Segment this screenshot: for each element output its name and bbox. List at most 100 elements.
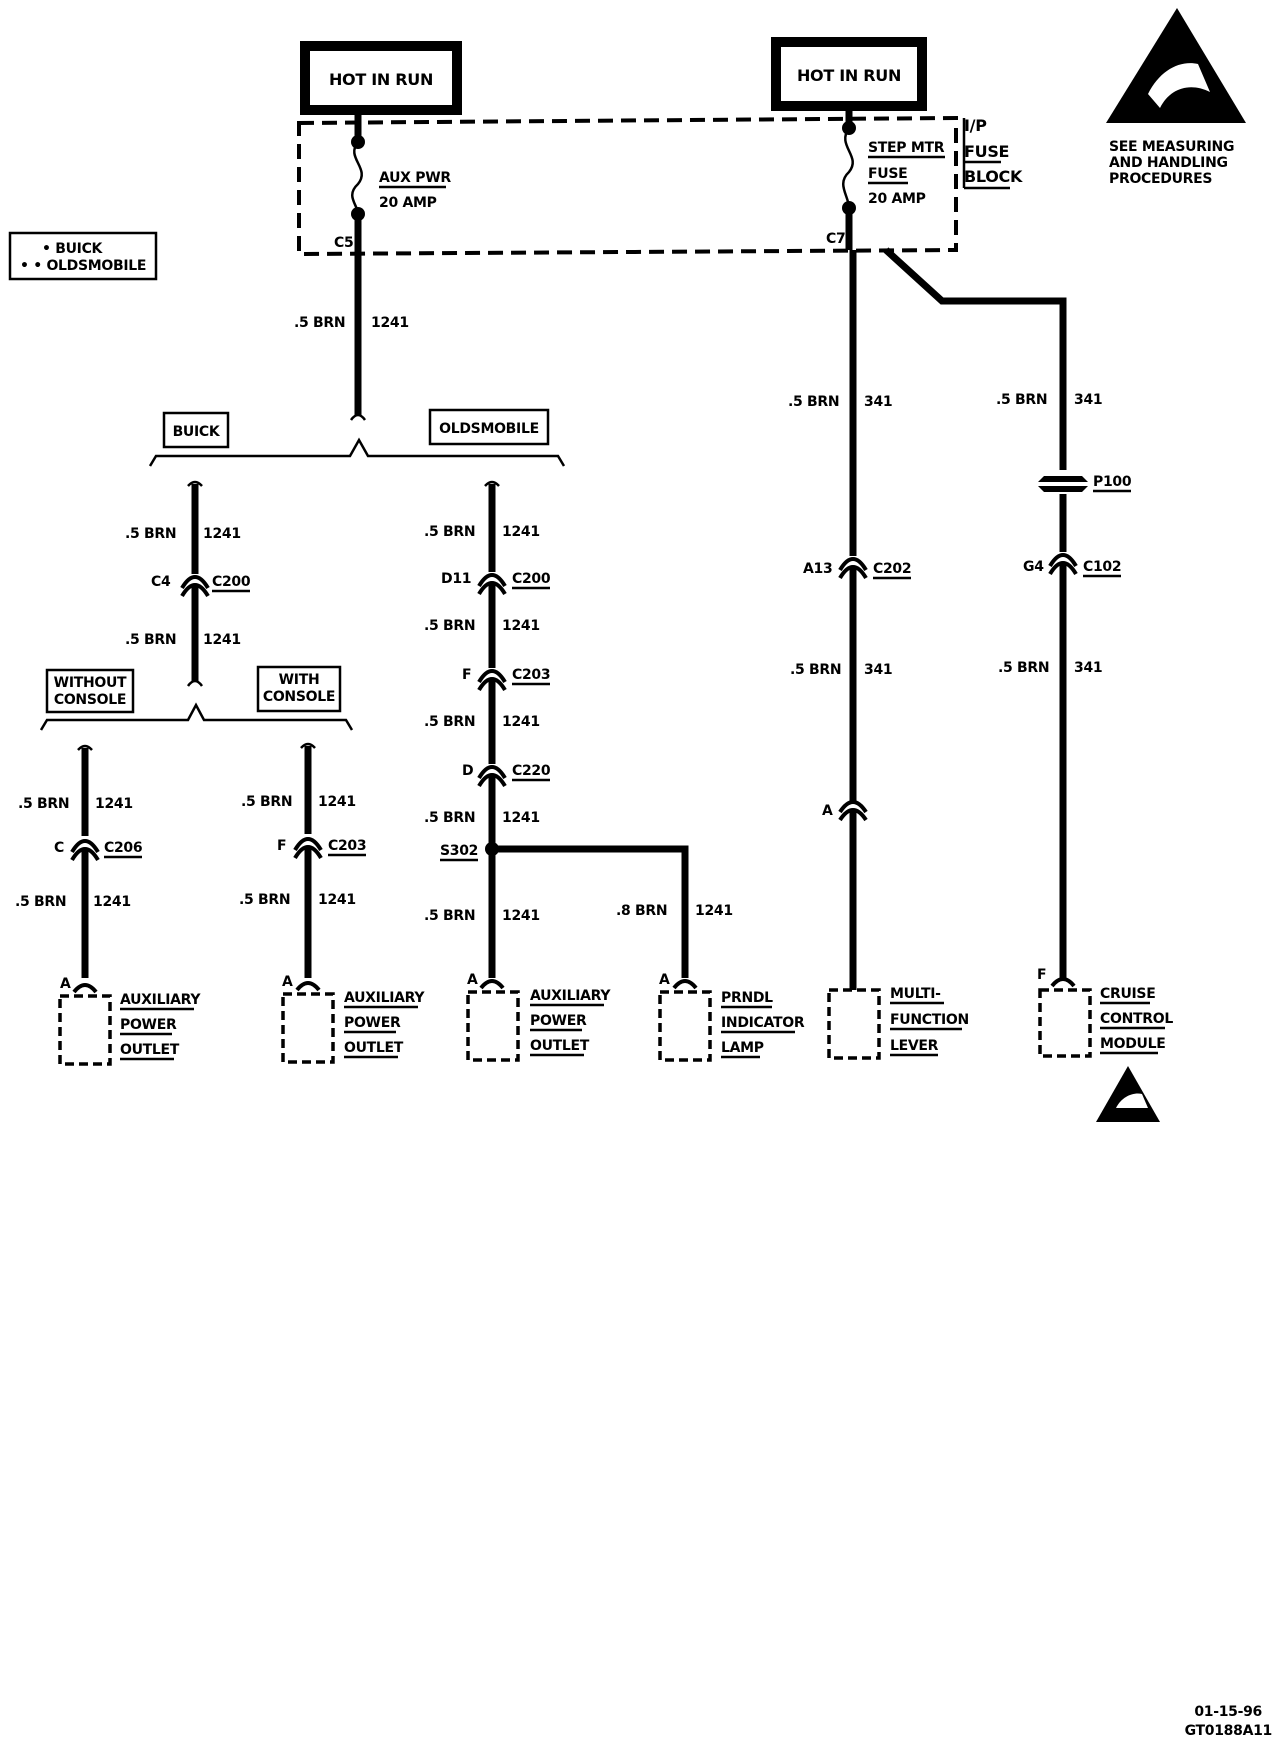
pin-label: D	[462, 763, 473, 779]
wire-label: .5 BRN	[788, 394, 839, 410]
pin-label: F	[1037, 967, 1046, 983]
circuit-label: 1241	[95, 796, 133, 812]
circuit-label: 1241	[502, 524, 540, 540]
connector-c200-buick: C4 C200	[151, 574, 251, 598]
pin-label: A13	[803, 561, 832, 577]
circuit-label: 1241	[502, 810, 540, 826]
wire-341-right: .5 BRN 341 P100 G4 C102 .5 BRN 341	[883, 247, 1132, 978]
splice-label: S302	[440, 843, 478, 859]
branch-buick-oldsmobile: BUICK OLDSMOBILE	[148, 408, 566, 467]
circuit-label: 1241	[203, 632, 241, 648]
connector-c206: C C206	[54, 839, 143, 862]
circuit-label: 1241	[318, 794, 356, 810]
with-console-leg: .5 BRN 1241 F C203 .5 BRN 1241	[239, 742, 367, 978]
component-label-3: MODULE	[1100, 1036, 1166, 1052]
circuit-label: 341	[864, 662, 892, 678]
pin-label: F	[462, 667, 471, 683]
esd-warning-small	[1096, 1066, 1160, 1122]
esd-warning: SEE MEASURING AND HANDLING PROCEDURES	[1106, 8, 1246, 187]
wire-label: .5 BRN	[294, 315, 345, 331]
connector-c200-olds: D11 C200	[441, 571, 551, 596]
component-multifunction-lever: MULTI- FUNCTION LEVER	[827, 986, 969, 1060]
step-fuse-rating: 20 AMP	[868, 191, 926, 207]
without-console-label-1: WITHOUT	[54, 675, 127, 691]
component-label-1: CRUISE	[1100, 986, 1155, 1002]
component-label-3: LAMP	[721, 1040, 764, 1056]
pin-label: A	[467, 972, 478, 988]
wire-label: .5 BRN	[424, 810, 475, 826]
oldsmobile-branch: .5 BRN 1241 D11 C200 .5 BRN 1241 F C203 …	[424, 480, 733, 978]
connector-label: C203	[512, 667, 550, 683]
component-label-1: MULTI-	[890, 986, 941, 1002]
aux-fuse-name: AUX PWR	[379, 170, 451, 186]
circuit-label: 1241	[695, 903, 733, 919]
branch-oldsmobile-label: OLDSMOBILE	[439, 421, 539, 437]
circuit-label: 341	[864, 394, 892, 410]
connector-label: C206	[104, 840, 142, 856]
pin-label: A	[822, 803, 833, 819]
component-aux-power-outlet-1: A AUXILIARY POWER OUTLET	[58, 976, 202, 1066]
hot-in-run-right-label: HOT IN RUN	[797, 66, 901, 85]
pin-label: D11	[441, 571, 471, 587]
hot-in-run-left: HOT IN RUN	[300, 41, 462, 115]
circuit-label: 1241	[93, 894, 131, 910]
wire-label: .5 BRN	[790, 662, 841, 678]
circuit-label: 1241	[502, 908, 540, 924]
wire-label: .5 BRN	[241, 794, 292, 810]
step-fuse-name-2: FUSE	[868, 166, 907, 182]
fuse-block-label-2: FUSE	[964, 142, 1009, 161]
connector-c203-console: F C203	[277, 837, 367, 860]
esd-text-2: AND HANDLING	[1109, 155, 1228, 171]
wire-1241-trunk: .5 BRN 1241	[294, 254, 409, 421]
aux-pwr-fuse: AUX PWR 20 AMP C5	[334, 110, 452, 254]
connector-label: C202	[873, 561, 911, 577]
esd-text-3: PROCEDURES	[1109, 171, 1212, 187]
component-label-3: OUTLET	[120, 1042, 180, 1058]
component-label-2: POWER	[344, 1015, 401, 1031]
wire-label: .5 BRN	[424, 524, 475, 540]
component-label-3: OUTLET	[344, 1040, 404, 1056]
without-console-label-2: CONSOLE	[54, 692, 126, 708]
connector-c202: A13 C202	[803, 557, 912, 580]
wire-label: .5 BRN	[18, 796, 69, 812]
hot-in-run-right: HOT IN RUN	[771, 37, 927, 111]
circuit-label: 1241	[318, 892, 356, 908]
component-label-1: AUXILIARY	[344, 990, 425, 1006]
component-label-3: OUTLET	[530, 1038, 590, 1054]
footer-code: GT0188A11	[1185, 1723, 1272, 1739]
wire-label: .5 BRN	[424, 618, 475, 634]
pin-label: C4	[151, 574, 171, 590]
pin-label: A	[659, 972, 670, 988]
footer: 01-15-96 GT0188A11	[1185, 1704, 1273, 1739]
component-label-1: PRNDL	[721, 990, 773, 1006]
connector-label: C200	[212, 574, 251, 590]
component-label-2: INDICATOR	[721, 1015, 805, 1031]
with-console-label-2: CONSOLE	[263, 689, 335, 705]
wire-label: .5 BRN	[125, 526, 176, 542]
circuit-label: 1241	[203, 526, 241, 542]
buick-branch: .5 BRN 1241 C4 C200 .5 BRN 1241 WITHOUT …	[39, 480, 354, 731]
component-label-2: CONTROL	[1100, 1011, 1173, 1027]
connector-c102: G4 C102	[1023, 553, 1122, 578]
aux-connector-c5: C5	[334, 235, 353, 251]
pin-label: A	[282, 974, 293, 990]
legend-buick: • BUICK	[42, 241, 104, 257]
step-connector-c7: C7	[826, 231, 845, 247]
fuse-block-label-1: I/P	[964, 116, 987, 135]
component-cruise-control-module: F CRUISE CONTROL MODULE	[1037, 967, 1174, 1058]
ip-fuse-block: I/P FUSE BLOCK	[297, 115, 1023, 257]
wire-label: .5 BRN	[424, 714, 475, 730]
component-label-1: AUXILIARY	[120, 992, 201, 1008]
connector-label: C102	[1083, 559, 1121, 575]
pass-through-p100: P100	[1038, 474, 1132, 493]
component-label-3: LEVER	[890, 1038, 939, 1054]
component-label-1: AUXILIARY	[530, 988, 611, 1004]
circuit-label: 1241	[502, 618, 540, 634]
circuit-label: 341	[1074, 660, 1102, 676]
component-label-2: FUNCTION	[890, 1012, 969, 1028]
wire-label: .5 BRN	[998, 660, 1049, 676]
connector-label: C200	[512, 571, 551, 587]
component-aux-power-outlet-2: A AUXILIARY POWER OUTLET	[281, 974, 426, 1064]
pin-label: G4	[1023, 559, 1044, 575]
